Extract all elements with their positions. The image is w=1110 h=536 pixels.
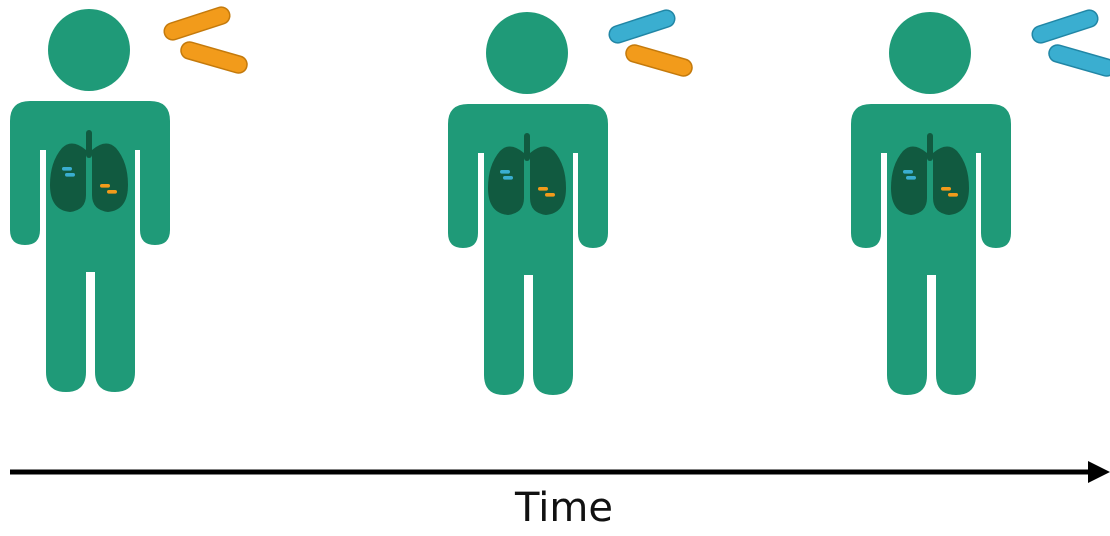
person-figure-1 xyxy=(10,5,249,392)
incoming-bacteria xyxy=(607,8,694,78)
bacterium-orange xyxy=(179,40,249,75)
person-figure-3 xyxy=(851,8,1110,395)
bacterium-blue xyxy=(1047,43,1110,78)
bacterium-orange xyxy=(162,5,232,42)
trachea xyxy=(524,133,530,161)
person-head xyxy=(486,12,568,94)
bacterium-blue xyxy=(1030,8,1100,45)
bacterium-blue xyxy=(607,8,677,45)
person-head xyxy=(889,12,971,94)
incoming-bacteria xyxy=(1030,8,1110,78)
person-figure-2 xyxy=(448,8,694,395)
trachea xyxy=(927,133,933,161)
time-axis-label: Time xyxy=(0,488,1110,528)
trachea xyxy=(86,130,92,158)
time-arrow xyxy=(10,461,1110,483)
arrow-head-icon xyxy=(1088,461,1110,483)
bacterium-orange xyxy=(624,43,694,78)
person-head xyxy=(48,9,130,91)
incoming-bacteria xyxy=(162,5,249,75)
